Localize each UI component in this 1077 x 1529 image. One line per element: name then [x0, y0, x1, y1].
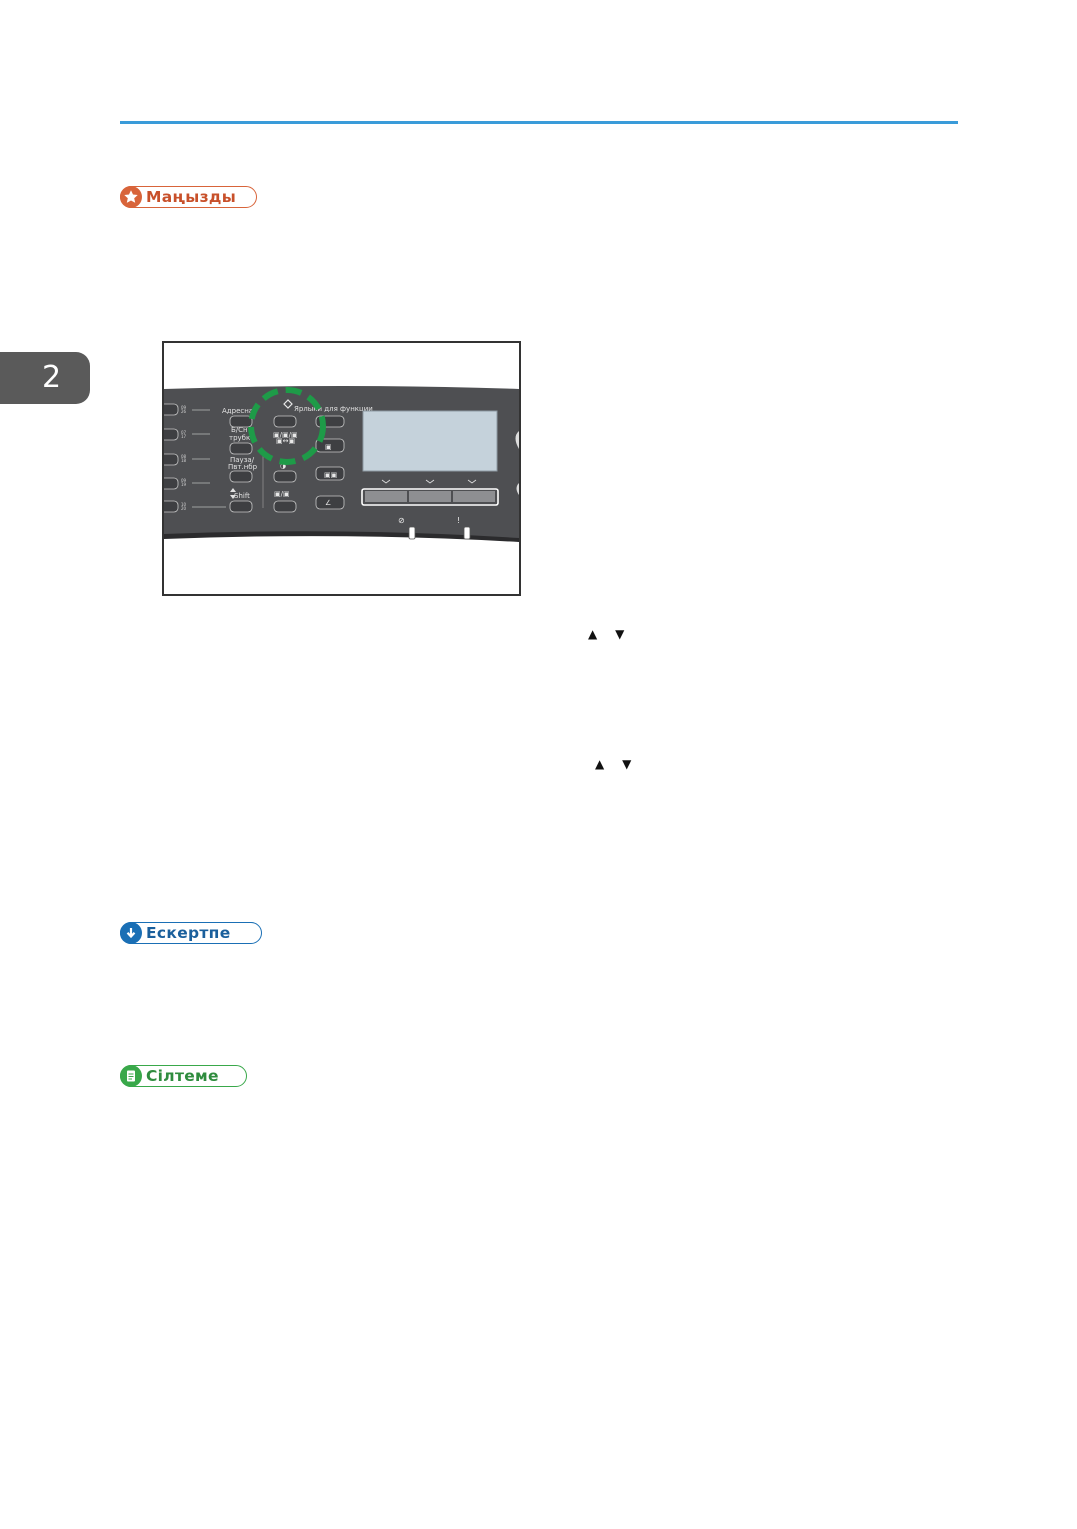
svg-text:Shift: Shift — [234, 492, 250, 500]
important-label: Маңызды — [146, 188, 237, 206]
svg-text:Б/Сн: Б/Сн — [231, 426, 248, 434]
svg-text:17: 17 — [181, 434, 187, 439]
up-arrow-icon: ▲ — [595, 757, 605, 771]
svg-text:08: 08 — [181, 454, 187, 459]
svg-text:▣/▣/▣: ▣/▣/▣ — [273, 431, 298, 439]
svg-text:▣: ▣ — [325, 443, 332, 451]
svg-text:10: 10 — [181, 502, 187, 507]
important-badge: Маңызды — [120, 186, 257, 208]
svg-text:09: 09 — [181, 405, 187, 410]
svg-text:26: 26 — [181, 409, 187, 414]
svg-text:Пвт.нбр: Пвт.нбр — [228, 463, 258, 471]
svg-text:09: 09 — [181, 478, 187, 483]
reference-badge: Сілтеме — [120, 1065, 247, 1087]
svg-text:▣/▣: ▣/▣ — [274, 490, 290, 498]
document-icon — [120, 1065, 142, 1087]
svg-text:▣▣: ▣▣ — [324, 471, 337, 479]
down-arrow-icon — [120, 922, 142, 944]
star-icon — [120, 186, 142, 208]
header-rule — [120, 121, 958, 124]
svg-text:19: 19 — [181, 482, 187, 487]
svg-text:трубк: трубк — [229, 434, 250, 442]
chapter-tab: 2 — [0, 352, 90, 404]
svg-text:07: 07 — [181, 430, 187, 435]
svg-text:18: 18 — [181, 458, 187, 463]
arrow-keys-line-2: ▲ ▼ — [595, 757, 645, 771]
reference-label: Сілтеме — [146, 1067, 219, 1085]
note-badge: Ескертпе — [120, 922, 262, 944]
svg-text:▣↔▣: ▣↔▣ — [276, 437, 295, 445]
svg-text:!: ! — [457, 516, 460, 525]
up-arrow-icon: ▲ — [588, 627, 598, 641]
down-arrow-icon: ▼ — [615, 627, 625, 641]
svg-text:20: 20 — [181, 506, 187, 511]
note-label: Ескертпе — [146, 924, 231, 942]
highlight-circle — [248, 387, 326, 465]
svg-text:∠: ∠ — [325, 499, 331, 507]
svg-text:Пауза/: Пауза/ — [230, 456, 255, 464]
svg-text:Ярлыки для функции: Ярлыки для функции — [294, 405, 373, 413]
svg-text:◑: ◑ — [280, 462, 286, 470]
svg-text:⊘: ⊘ — [398, 516, 405, 525]
down-arrow-icon: ▼ — [622, 757, 632, 771]
address-book-label: Адресна — [222, 407, 253, 415]
arrow-keys-line-1: ▲ ▼ — [588, 627, 638, 641]
